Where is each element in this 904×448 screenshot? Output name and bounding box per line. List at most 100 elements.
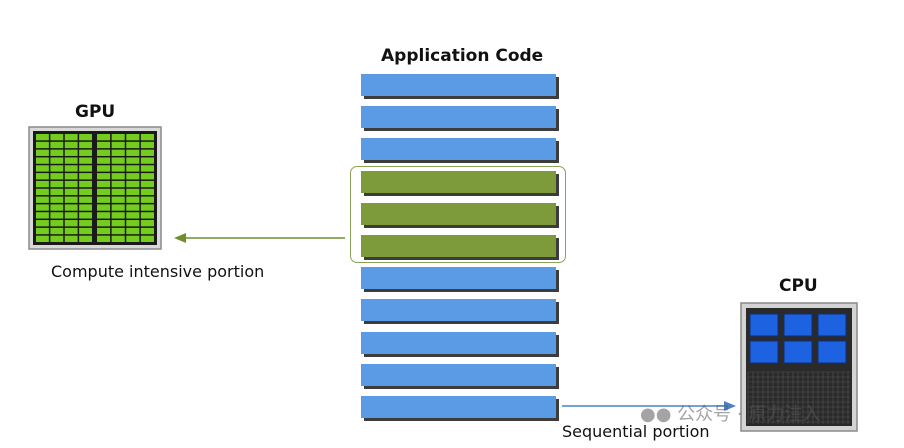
compute-block <box>361 202 556 225</box>
gpu-core <box>140 235 154 242</box>
gpu-core <box>97 157 111 164</box>
gpu-core <box>79 134 92 141</box>
gpu-core <box>36 196 49 203</box>
sequential-block <box>361 74 556 96</box>
gpu-core <box>111 180 125 188</box>
cpu-title: CPU <box>779 276 818 296</box>
gpu-core <box>140 188 154 196</box>
gpu-core <box>111 204 125 211</box>
gpu-core <box>36 212 49 219</box>
gpu-core <box>64 196 78 203</box>
application-code-title: Application Code <box>381 46 544 66</box>
sequential-block <box>361 331 556 354</box>
gpu-core <box>36 220 49 227</box>
arrow-to-gpu <box>174 233 345 243</box>
gpu-core <box>111 149 125 156</box>
gpu-core <box>140 220 154 227</box>
gpu-core <box>64 227 78 235</box>
gpu-core <box>111 188 125 196</box>
gpu-core <box>79 235 92 242</box>
gpu-core <box>126 220 140 227</box>
gpu-core <box>126 173 140 180</box>
gpu-core <box>97 149 111 156</box>
gpu-core <box>140 180 154 188</box>
gpu-core <box>79 196 92 203</box>
compute-block <box>361 170 556 193</box>
compute-block <box>361 235 556 257</box>
gpu-core <box>97 196 111 203</box>
gpu-core <box>140 165 154 172</box>
gpu-core <box>111 141 125 149</box>
gpu-core <box>64 157 78 164</box>
gpu-core <box>140 196 154 203</box>
gpu-core <box>64 134 78 141</box>
gpu-core <box>97 165 111 172</box>
gpu-core <box>50 157 64 164</box>
gpu-core <box>126 212 140 219</box>
gpu-core <box>111 227 125 235</box>
gpu-core <box>79 227 92 235</box>
gpu-core <box>50 204 64 211</box>
gpu-core <box>97 235 111 242</box>
gpu-core <box>50 149 64 156</box>
cpu-core <box>817 313 847 337</box>
gpu-core <box>126 180 140 188</box>
gpu-core <box>126 134 140 141</box>
sequential-block <box>361 267 556 290</box>
gpu-core <box>126 149 140 156</box>
gpu-title: GPU <box>75 102 116 122</box>
gpu-core <box>140 134 154 141</box>
gpu-chip-icon <box>28 126 162 250</box>
gpu-core <box>97 141 111 149</box>
gpu-core <box>97 212 111 219</box>
gpu-core <box>126 165 140 172</box>
gpu-core <box>111 165 125 172</box>
gpu-core <box>50 196 64 203</box>
gpu-core <box>140 157 154 164</box>
gpu-core <box>126 204 140 211</box>
cpu-chip-icon <box>740 302 858 432</box>
gpu-core <box>36 157 49 164</box>
gpu-core <box>111 173 125 180</box>
gpu-core <box>79 212 92 219</box>
sequential-block <box>361 396 556 418</box>
gpu-core <box>64 165 78 172</box>
gpu-core <box>64 173 78 180</box>
cpu-core <box>817 340 847 364</box>
gpu-core <box>140 173 154 180</box>
gpu-core <box>140 149 154 156</box>
gpu-core <box>79 173 92 180</box>
gpu-core <box>50 227 64 235</box>
gpu-core <box>50 180 64 188</box>
cpu-core <box>749 340 779 364</box>
gpu-core <box>126 196 140 203</box>
cpu-core <box>783 340 813 364</box>
sequential-block <box>361 106 556 129</box>
gpu-core <box>36 180 49 188</box>
gpu-core <box>50 235 64 242</box>
gpu-core <box>50 212 64 219</box>
gpu-core <box>50 165 64 172</box>
gpu-core <box>64 141 78 149</box>
gpu-core <box>64 204 78 211</box>
gpu-core <box>111 220 125 227</box>
gpu-core <box>79 141 92 149</box>
gpu-core <box>140 141 154 149</box>
gpu-core <box>79 204 92 211</box>
gpu-core <box>36 165 49 172</box>
gpu-core <box>79 157 92 164</box>
gpu-core <box>97 227 111 235</box>
gpu-core <box>79 180 92 188</box>
gpu-core <box>36 227 49 235</box>
gpu-core <box>64 149 78 156</box>
gpu-core <box>140 204 154 211</box>
compute-group-outline <box>350 166 566 263</box>
gpu-core <box>36 134 49 141</box>
gpu-core <box>50 220 64 227</box>
gpu-core <box>97 188 111 196</box>
cpu-core <box>783 313 813 337</box>
gpu-core <box>79 188 92 196</box>
wechat-icon: ●● <box>640 404 672 425</box>
gpu-core <box>64 212 78 219</box>
watermark-text: 公众号 · 原力注入 <box>677 404 821 425</box>
